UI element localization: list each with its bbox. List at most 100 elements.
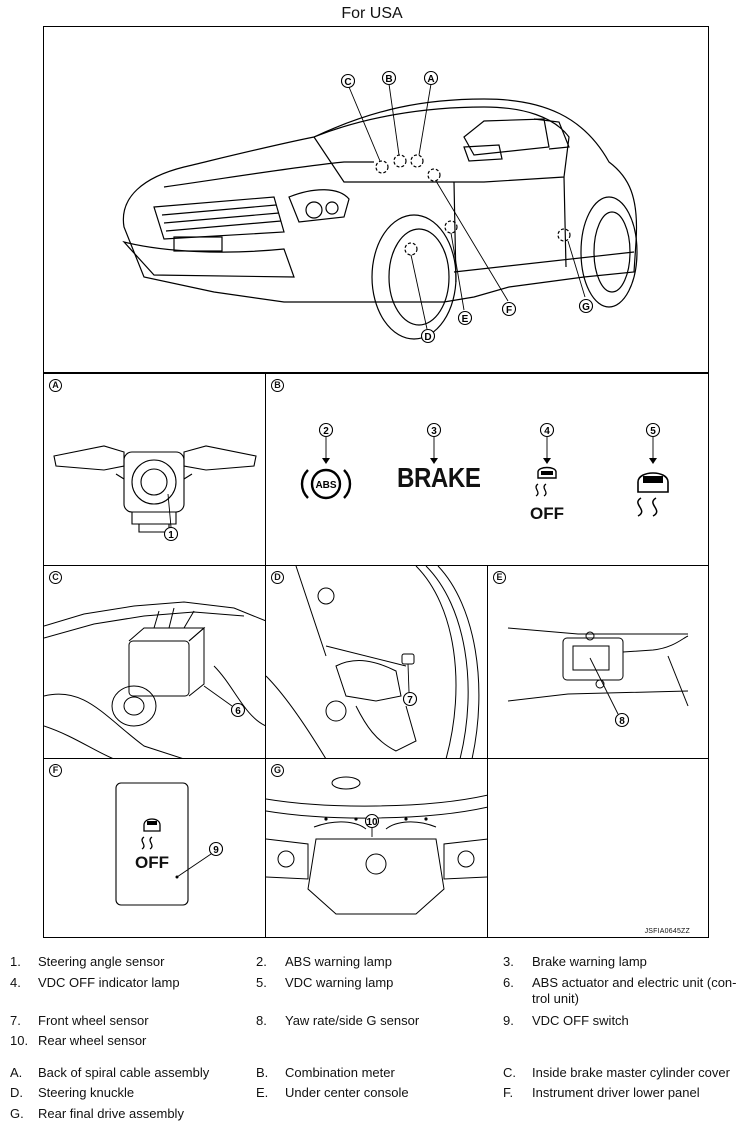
callout-8: 8 xyxy=(619,716,625,727)
legend-item: E. xyxy=(256,1085,268,1100)
legend-text: Inside brake master cylinder cover xyxy=(532,1065,730,1080)
legend-item: 10. xyxy=(10,1033,28,1048)
legend-item: Rear final drive assembly xyxy=(38,1106,184,1121)
callout-a: A xyxy=(427,74,434,85)
legend-item: Front wheel sensor xyxy=(38,1013,149,1028)
vdc-off-lamp-text: OFF xyxy=(530,504,564,523)
legend-item: 2. xyxy=(256,954,267,969)
legend-item: B. xyxy=(256,1065,268,1080)
panel-b-label: B xyxy=(271,379,284,392)
panel-d: D 7 xyxy=(266,566,488,759)
legend-num: 3. xyxy=(503,954,514,969)
legend-text: Steering knuckle xyxy=(38,1085,135,1100)
legend-num: E. xyxy=(256,1085,269,1100)
legend-num: B. xyxy=(256,1065,269,1080)
legend-item: VDC warning lamp xyxy=(285,975,393,990)
legend-num: G. xyxy=(10,1106,24,1121)
legend-item: 6. xyxy=(503,975,514,990)
diagram-frame: C B A D E F G A xyxy=(43,26,709,938)
legend-num: 8. xyxy=(256,1013,267,1028)
legend-text: ABS warning lamp xyxy=(285,954,392,969)
panel-e-label: E xyxy=(493,571,506,584)
marker-e xyxy=(444,220,458,234)
car-illustration: C B A D E F G xyxy=(122,70,638,344)
legend-item: A. xyxy=(10,1065,22,1080)
marker-b xyxy=(393,154,407,168)
legend-item: 8. xyxy=(256,1013,267,1028)
legend-item: 7. xyxy=(10,1013,21,1028)
callout-g: G xyxy=(582,302,590,313)
legend-item: Yaw rate/side G sensor xyxy=(285,1013,419,1028)
legend-text: Instrument driver lower panel xyxy=(532,1085,700,1100)
legend-text: Brake warning lamp xyxy=(532,954,647,969)
rear-final-drive-illustration: 10 xyxy=(266,776,487,915)
panel-g-label: G xyxy=(271,764,284,777)
legend-item: Back of spiral cable assembly xyxy=(38,1065,209,1080)
legend-text: VDC OFF indicator lamp xyxy=(38,975,180,990)
figure-reference: JSFIA0645ZZ xyxy=(644,928,690,935)
abs-lamp-icon xyxy=(300,468,352,500)
legend-num: 2. xyxy=(256,954,267,969)
legend-item: 4. xyxy=(10,975,21,990)
marker-a xyxy=(410,154,424,168)
callout-c: C xyxy=(344,77,351,88)
legend-num: 7. xyxy=(10,1013,21,1028)
panel-d-label: D xyxy=(271,571,284,584)
marker-d xyxy=(404,242,418,256)
legend-item: Steering knuckle xyxy=(38,1085,134,1100)
vdc-off-switch-illustration: 9 xyxy=(115,782,224,906)
legend-item: Under center console xyxy=(285,1085,409,1100)
callout-f: F xyxy=(506,305,512,316)
panel-e: E 8 xyxy=(488,566,708,759)
legend-item: trol unit) xyxy=(532,991,579,1006)
panel-c: C 6 xyxy=(44,566,266,759)
legend-num: 9. xyxy=(503,1013,514,1028)
legend-num: 10. xyxy=(10,1033,29,1048)
vdc-warning-lamp-icon xyxy=(637,472,669,517)
marker-f-upper xyxy=(427,168,441,182)
brake-lamp-text: BRAKE xyxy=(397,462,481,493)
legend-text: Back of spiral cable assembly xyxy=(38,1065,210,1080)
legend-item: VDC OFF indicator lamp xyxy=(38,975,180,990)
vdc-off-switch-text: OFF xyxy=(135,853,169,872)
marker-g xyxy=(557,228,571,242)
legend-item: Instrument driver lower panel xyxy=(532,1085,700,1100)
panel-b: B 2 3 4 5 xyxy=(266,373,708,566)
callout-4: 4 xyxy=(544,426,550,437)
legend-num: A. xyxy=(10,1065,23,1080)
spiral-cable-illustration: 1 xyxy=(53,445,257,542)
callout-d: D xyxy=(424,332,431,343)
legend-item: Inside brake master cylinder cover xyxy=(532,1065,730,1080)
legend-item: C. xyxy=(503,1065,516,1080)
legend-text: Steering angle sensor xyxy=(38,954,165,969)
legend-num: D. xyxy=(10,1085,23,1100)
legend-text: trol unit) xyxy=(532,991,579,1006)
legend-text: Rear wheel sensor xyxy=(38,1033,147,1048)
legend-item: F. xyxy=(503,1085,513,1100)
callout-6: 6 xyxy=(235,706,241,717)
abs-lamp-text: ABS xyxy=(315,480,336,491)
legend-item: Rear wheel sensor xyxy=(38,1033,146,1048)
legend-num: 5. xyxy=(256,975,267,990)
legend-text: Combination meter xyxy=(285,1065,395,1080)
abs-actuator-illustration: 6 xyxy=(44,601,265,758)
legend-text: VDC warning lamp xyxy=(285,975,394,990)
callout-3: 3 xyxy=(431,426,437,437)
legend-text: Yaw rate/side G sensor xyxy=(285,1013,420,1028)
front-wheel-sensor-illustration: 7 xyxy=(266,566,480,758)
yaw-rate-sensor-illustration: 8 xyxy=(507,627,689,728)
legend-item: Steering angle sensor xyxy=(38,954,164,969)
vdc-off-lamp-icon xyxy=(535,466,557,497)
legend-item: ABS warning lamp xyxy=(285,954,392,969)
legend-num: 6. xyxy=(503,975,514,990)
callout-b: B xyxy=(385,74,392,85)
legend-item: 5. xyxy=(256,975,267,990)
legend-item: 9. xyxy=(503,1013,514,1028)
legend-item: VDC OFF switch xyxy=(532,1013,629,1028)
callout-1: 1 xyxy=(168,530,174,541)
callout-10: 10 xyxy=(366,817,378,828)
legend-item: 3. xyxy=(503,954,514,969)
car-overview: C B A D E F G xyxy=(44,27,708,373)
legend-num: C. xyxy=(503,1065,516,1080)
legend-num: 1. xyxy=(10,954,21,969)
